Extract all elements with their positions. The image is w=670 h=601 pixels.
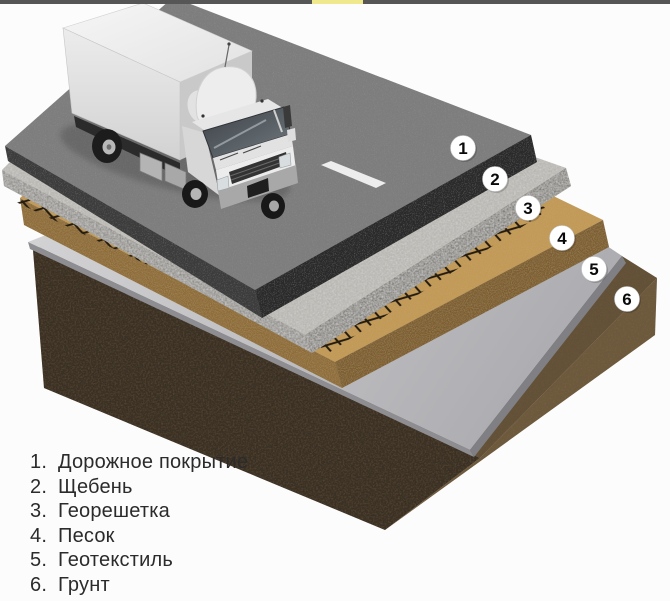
headlight-left bbox=[216, 175, 230, 192]
wiper-left bbox=[219, 152, 239, 161]
cargo-box-side-face bbox=[62, 27, 181, 161]
antenna-tip bbox=[227, 42, 231, 46]
asphalt-right-face bbox=[255, 135, 537, 318]
badge-number: 5 bbox=[589, 260, 598, 279]
geotextile-right-edge bbox=[470, 256, 626, 457]
legend-number: 6. bbox=[30, 573, 48, 596]
lane-marking bbox=[321, 161, 386, 188]
side-mirror-lower bbox=[287, 128, 296, 142]
layer-badge-1: 1 bbox=[450, 135, 477, 162]
legend-item-3: 3. Георешетка bbox=[30, 499, 248, 524]
bumper-center bbox=[247, 178, 269, 198]
legend-label: Щебень bbox=[58, 475, 133, 498]
roof-marker-lamp-left bbox=[201, 114, 205, 118]
layer-badge-6: 6 bbox=[614, 286, 641, 313]
badge-number: 6 bbox=[622, 290, 631, 309]
truck-cab bbox=[182, 42, 298, 219]
badge-number: 3 bbox=[523, 199, 532, 218]
grille-slat-2 bbox=[230, 159, 289, 181]
legend-item-1: 1. Дорожное покрытие bbox=[30, 450, 248, 475]
wiper-right bbox=[242, 145, 262, 154]
asphalt-front-face bbox=[5, 146, 262, 318]
antenna bbox=[224, 44, 230, 68]
crushed-stone-right-face bbox=[305, 168, 571, 353]
legend-number: 2. bbox=[30, 475, 48, 498]
rear-wheel bbox=[92, 129, 122, 163]
top-bar bbox=[0, 0, 670, 4]
grille-slat-1 bbox=[229, 155, 288, 177]
cab-side-panel bbox=[182, 126, 220, 196]
layer-badges: 1 2 3 4 5 bbox=[450, 135, 641, 313]
legend-item-4: 4. Песок bbox=[30, 524, 248, 549]
geotextile-front-edge bbox=[28, 242, 474, 457]
roof-marker-lamp-right bbox=[260, 99, 264, 103]
badge-number: 4 bbox=[557, 229, 567, 248]
legend-number: 4. bbox=[30, 524, 48, 547]
sand-front-face bbox=[20, 198, 342, 388]
legend-label: Дорожное покрытие bbox=[58, 451, 249, 473]
top-bar-accent bbox=[312, 0, 363, 4]
side-mirror bbox=[283, 105, 292, 128]
legend-label: Грунт bbox=[58, 573, 110, 596]
legend: 1. Дорожное покрытие 2. Щебень 3. Геореш… bbox=[30, 450, 248, 597]
sand-right-face bbox=[335, 220, 609, 388]
legend-label: Геотекстиль bbox=[58, 549, 173, 571]
badge-number: 1 bbox=[458, 139, 467, 158]
front-right-wheel bbox=[261, 193, 285, 219]
layer-badge-2: 2 bbox=[482, 166, 509, 193]
layer-badge-3: 3 bbox=[515, 195, 542, 222]
legend-label: Песок bbox=[58, 524, 115, 547]
badge-number: 2 bbox=[490, 170, 499, 189]
legend-item-2: 2. Щебень bbox=[30, 475, 248, 500]
front-left-wheel bbox=[182, 180, 208, 208]
cab-roof bbox=[192, 99, 286, 134]
legend-number: 5. bbox=[30, 549, 48, 571]
legend-number: 3. bbox=[30, 500, 48, 522]
soil-front-face bbox=[33, 250, 480, 530]
layer-badge-4: 4 bbox=[549, 225, 576, 252]
legend-item-6: 6. Грунт bbox=[30, 573, 248, 598]
legend-item-5: 5. Геотекстиль bbox=[30, 548, 248, 573]
layer-badge-5: 5 bbox=[581, 256, 608, 283]
crushed-stone-front-face bbox=[2, 170, 312, 353]
headlight-right bbox=[278, 152, 292, 169]
windshield-reflection bbox=[213, 119, 267, 149]
chassis-box-1 bbox=[139, 152, 163, 182]
legend-number: 1. bbox=[30, 451, 48, 473]
legend-label: Георешетка bbox=[58, 500, 170, 522]
truck bbox=[60, 2, 298, 219]
windshield-pillar bbox=[273, 109, 283, 133]
cowl-panel bbox=[213, 134, 293, 170]
